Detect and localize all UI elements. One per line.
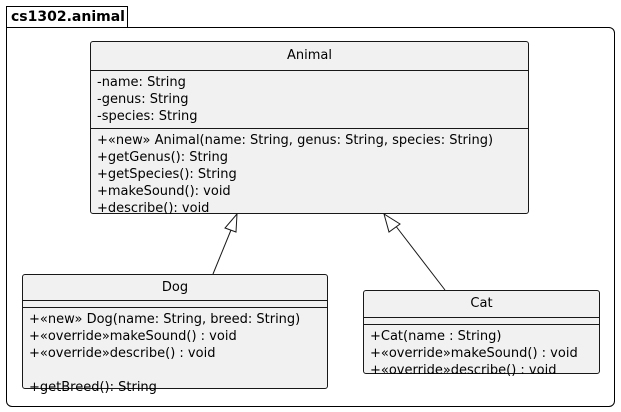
method: +getGenus(): String <box>97 150 229 165</box>
cat-inheritance-arrowhead <box>383 212 401 233</box>
class-name: Animal <box>91 42 528 71</box>
attribute: -species: String <box>97 109 198 124</box>
methods-compartment: +Cat(name : String) +«override»makeSound… <box>364 325 599 382</box>
package-frame <box>6 27 615 407</box>
method: +Cat(name : String) <box>370 329 502 344</box>
class-cat: Cat +Cat(name : String) +«override»makeS… <box>363 290 600 378</box>
methods-compartment: +«new» Dog(name: String, breed: String) … <box>23 308 327 399</box>
package-tab <box>6 6 128 28</box>
method: +getSpecies(): String <box>97 167 237 182</box>
cat-inheritance-line <box>394 224 446 291</box>
method: +makeSound(): void <box>97 184 231 199</box>
attributes-compartment: -name: String -genus: String -species: S… <box>91 71 528 129</box>
attributes-compartment <box>364 318 599 325</box>
method-separator <box>29 362 321 379</box>
method: +«override»describe() : void <box>29 346 216 361</box>
method: +«new» Dog(name: String, breed: String) <box>29 312 301 327</box>
method: +getBreed(): String <box>29 380 157 395</box>
attribute: -name: String <box>97 75 186 90</box>
class-animal: Animal -name: String -genus: String -spe… <box>90 41 529 216</box>
attribute: -genus: String <box>97 92 189 107</box>
dog-inheritance-arrowhead <box>224 212 238 233</box>
class-name: Cat <box>364 291 599 318</box>
method: +«new» Animal(name: String, genus: Strin… <box>97 133 494 148</box>
method: +describe(): void <box>97 201 210 216</box>
class-name: Dog <box>23 275 327 301</box>
methods-compartment: +«new» Animal(name: String, genus: Strin… <box>91 129 528 220</box>
package-name: cs1302.animal <box>11 9 125 25</box>
method: +«override»makeSound() : void <box>370 346 578 361</box>
method: +«override»describe() : void <box>370 363 557 378</box>
method: +«override»makeSound() : void <box>29 329 237 344</box>
class-dog: Dog +«new» Dog(name: String, breed: Stri… <box>22 274 328 395</box>
attributes-compartment <box>23 301 327 308</box>
dog-inheritance-line <box>212 229 232 275</box>
